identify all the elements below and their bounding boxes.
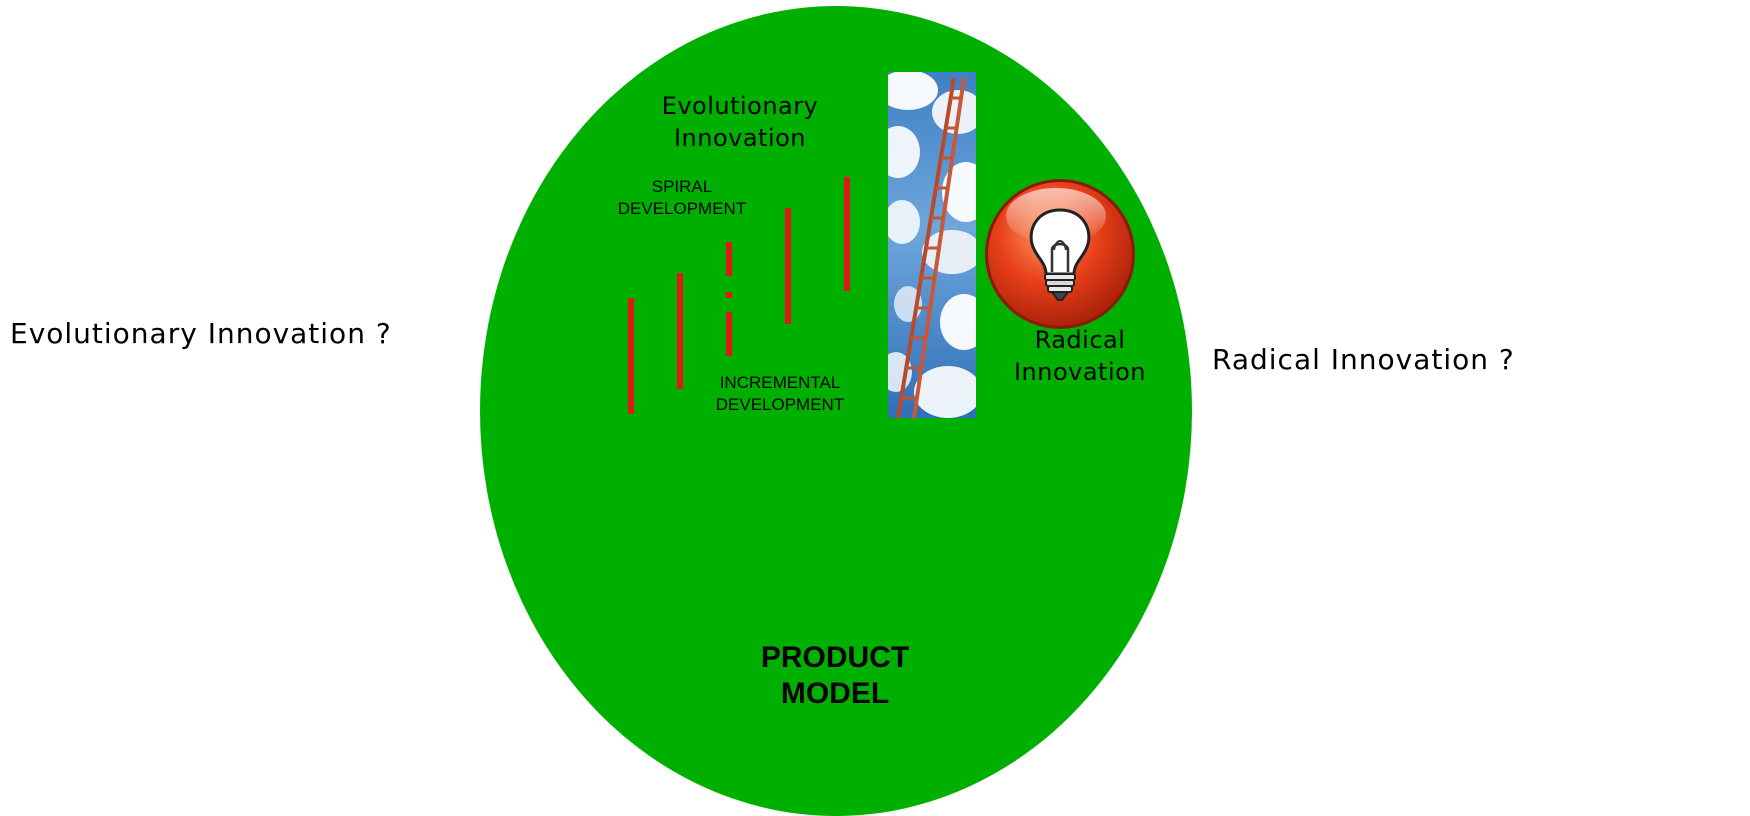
evolutionary-innovation-label: Evolutionary Innovation	[600, 90, 880, 154]
step-bar	[785, 208, 791, 324]
evolutionary-innovation-question: Evolutionary Innovation ?	[10, 317, 392, 350]
spiral-label-line1: SPIRAL	[651, 177, 713, 196]
spiral-label-line2: DEVELOPMENT	[617, 199, 747, 218]
spiral-development-label: SPIRAL DEVELOPMENT	[582, 176, 782, 220]
product-label-line1: PRODUCT	[760, 641, 910, 674]
ladder-to-sky-image	[888, 72, 976, 418]
step-bar	[677, 273, 683, 389]
radical-label-line2: Innovation	[1013, 358, 1147, 386]
product-model-label: PRODUCT MODEL	[690, 640, 980, 712]
step-bar	[726, 312, 732, 356]
incremental-development-label: INCREMENTAL DEVELOPMENT	[680, 372, 880, 416]
evolutionary-label-line2: Innovation	[673, 124, 807, 152]
product-label-line2: MODEL	[780, 677, 890, 710]
product-model-circle	[480, 6, 1192, 816]
light-bulb-icon	[982, 176, 1138, 332]
step-bar	[726, 292, 732, 298]
incremental-label-line2: DEVELOPMENT	[715, 395, 845, 414]
incremental-label-line1: INCREMENTAL	[719, 373, 841, 392]
step-bar	[628, 298, 634, 414]
radical-label-line1: Radical	[1034, 326, 1126, 354]
radical-innovation-label: Radical Innovation	[990, 324, 1170, 388]
radical-innovation-question: Radical Innovation ?	[1212, 343, 1515, 376]
step-bar	[844, 177, 850, 291]
step-bar	[726, 242, 732, 276]
evolutionary-label-line1: Evolutionary	[661, 92, 819, 120]
